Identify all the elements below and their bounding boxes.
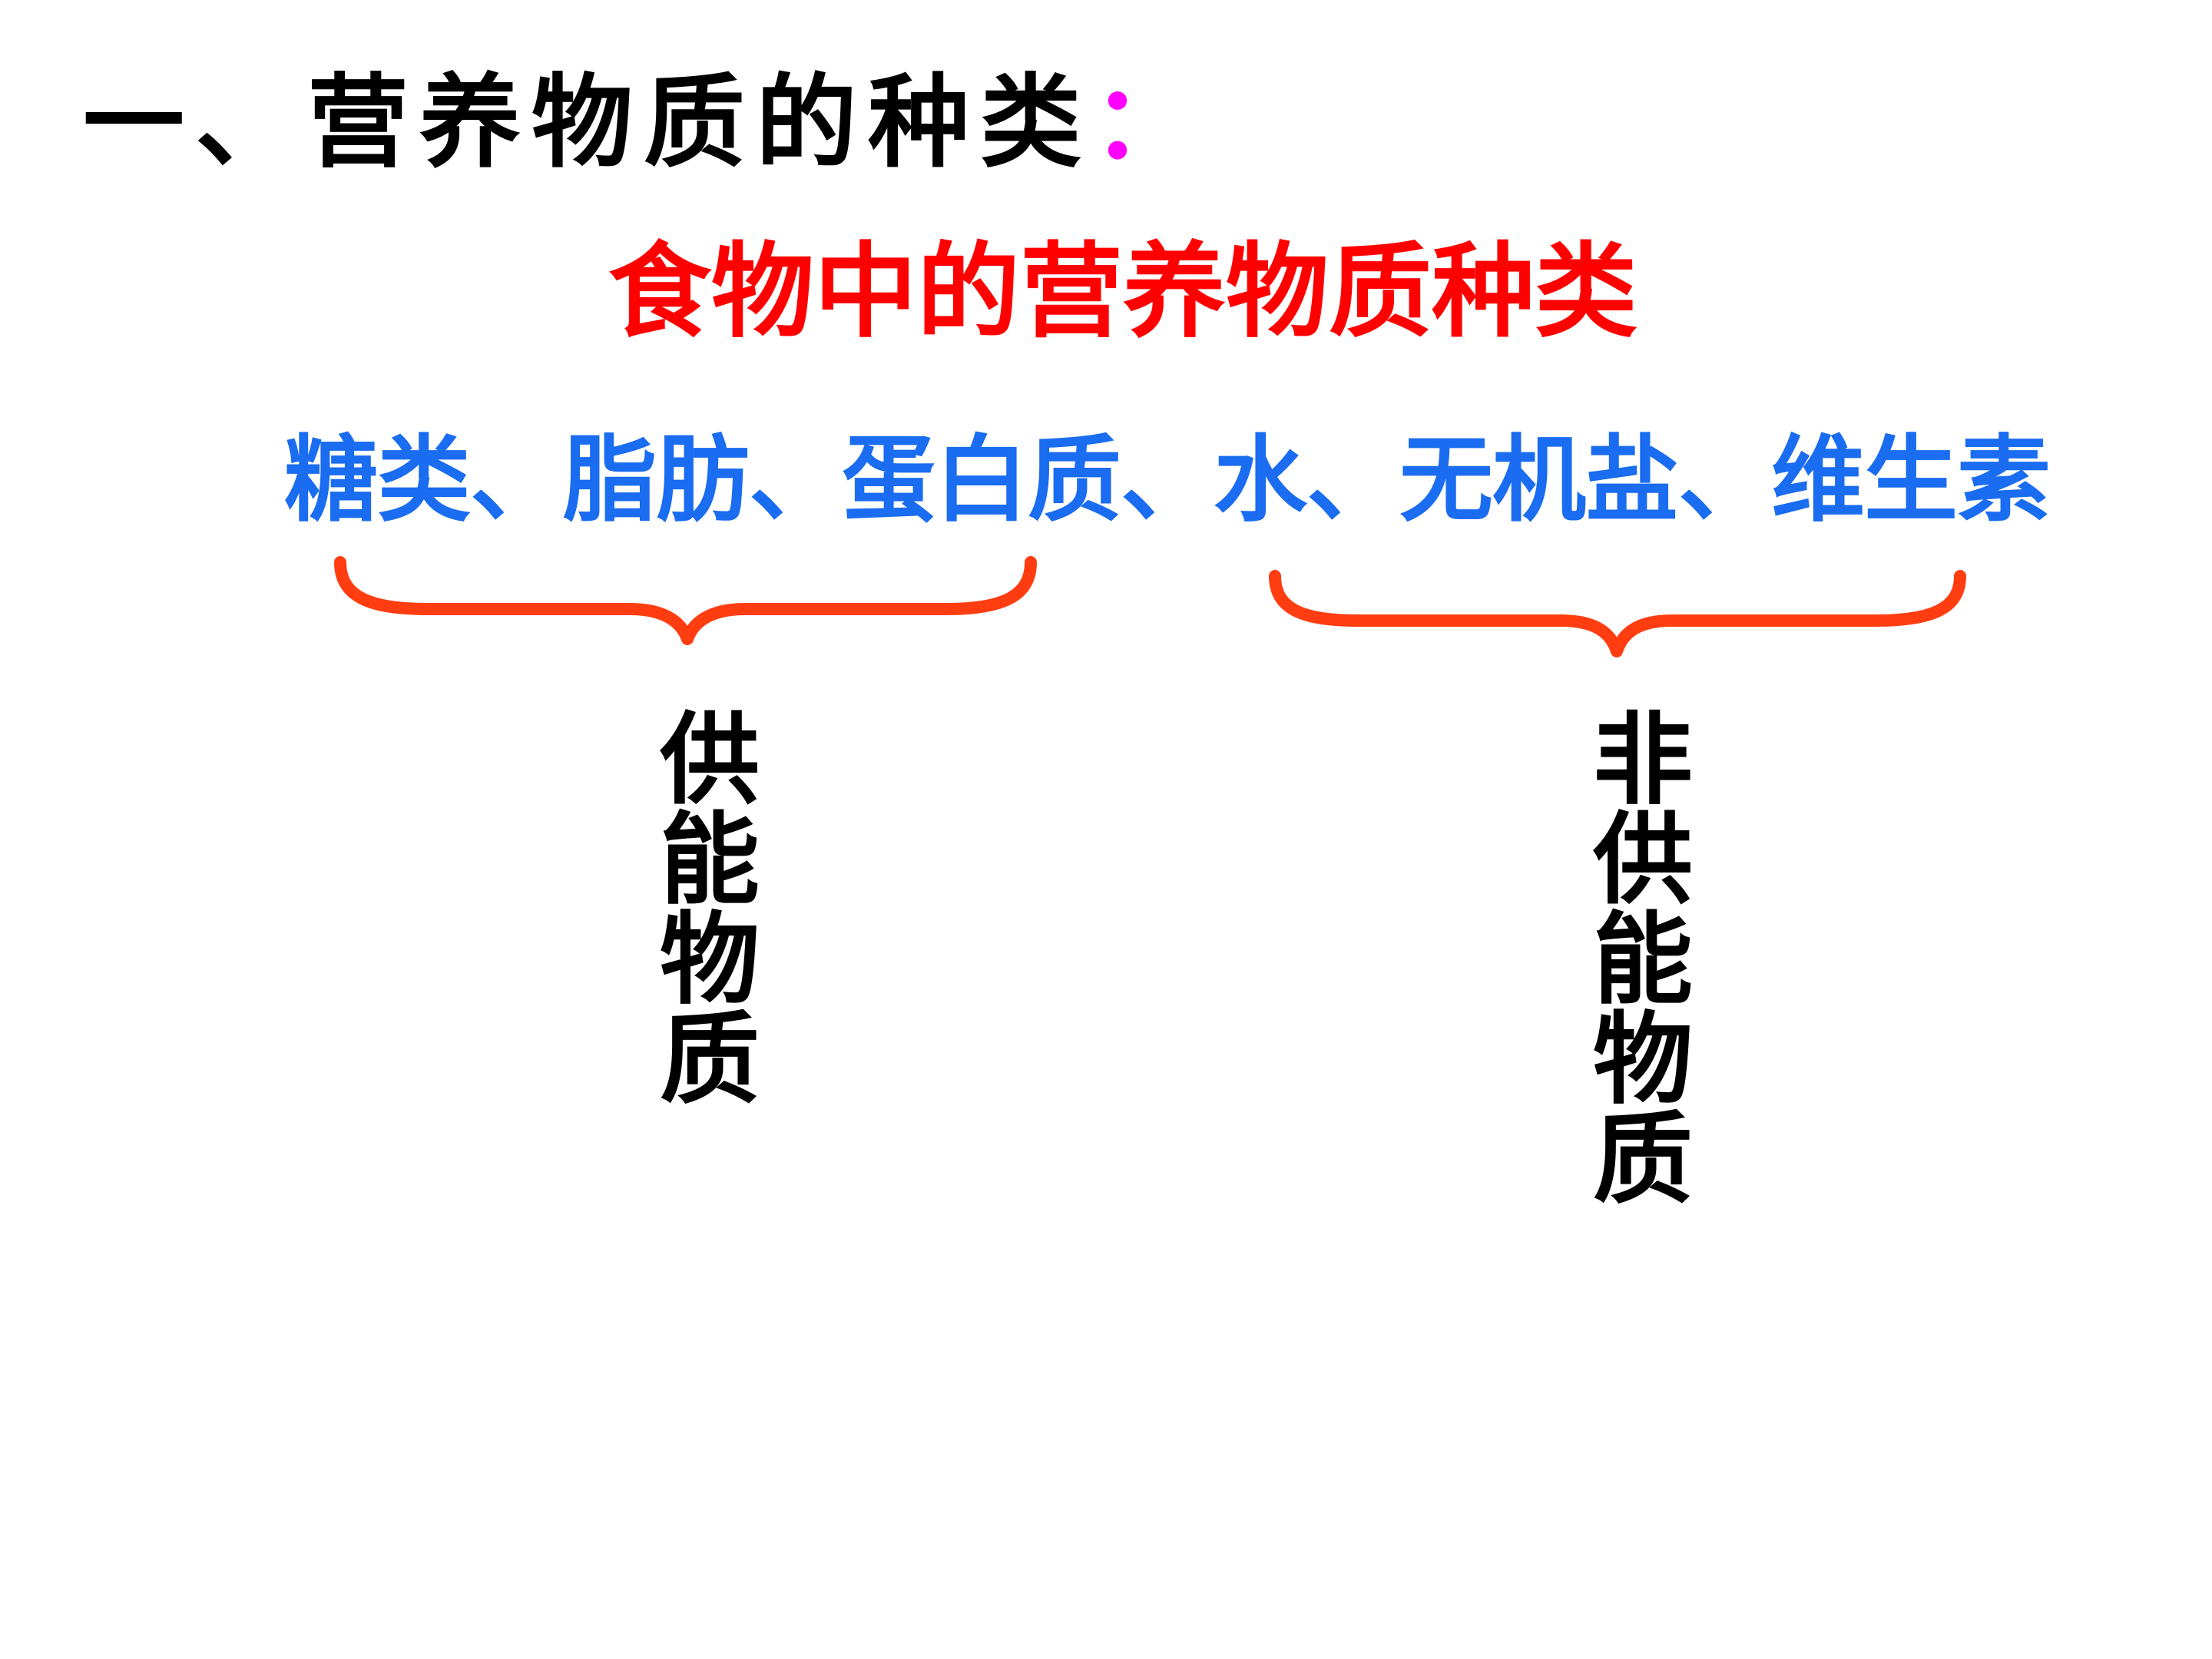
section-heading: 一、营养物质的种类： [83,46,1194,200]
section-heading-text: 一、营养物质的种类 [83,63,1092,182]
non-energy-substances-label: 非供能物质 [1576,707,1693,1206]
section-heading-colon: ： [1092,63,1194,182]
energy-substances-label: 供能物质 [643,707,760,1106]
brace-energy [334,556,1037,645]
subtitle: 食物中的营养物质种类 [608,232,1637,352]
brace-non-energy [1269,570,1966,657]
nutrient-list: 糖类、脂肪、蛋白质、水、无机盐、维生素 [284,426,2051,535]
